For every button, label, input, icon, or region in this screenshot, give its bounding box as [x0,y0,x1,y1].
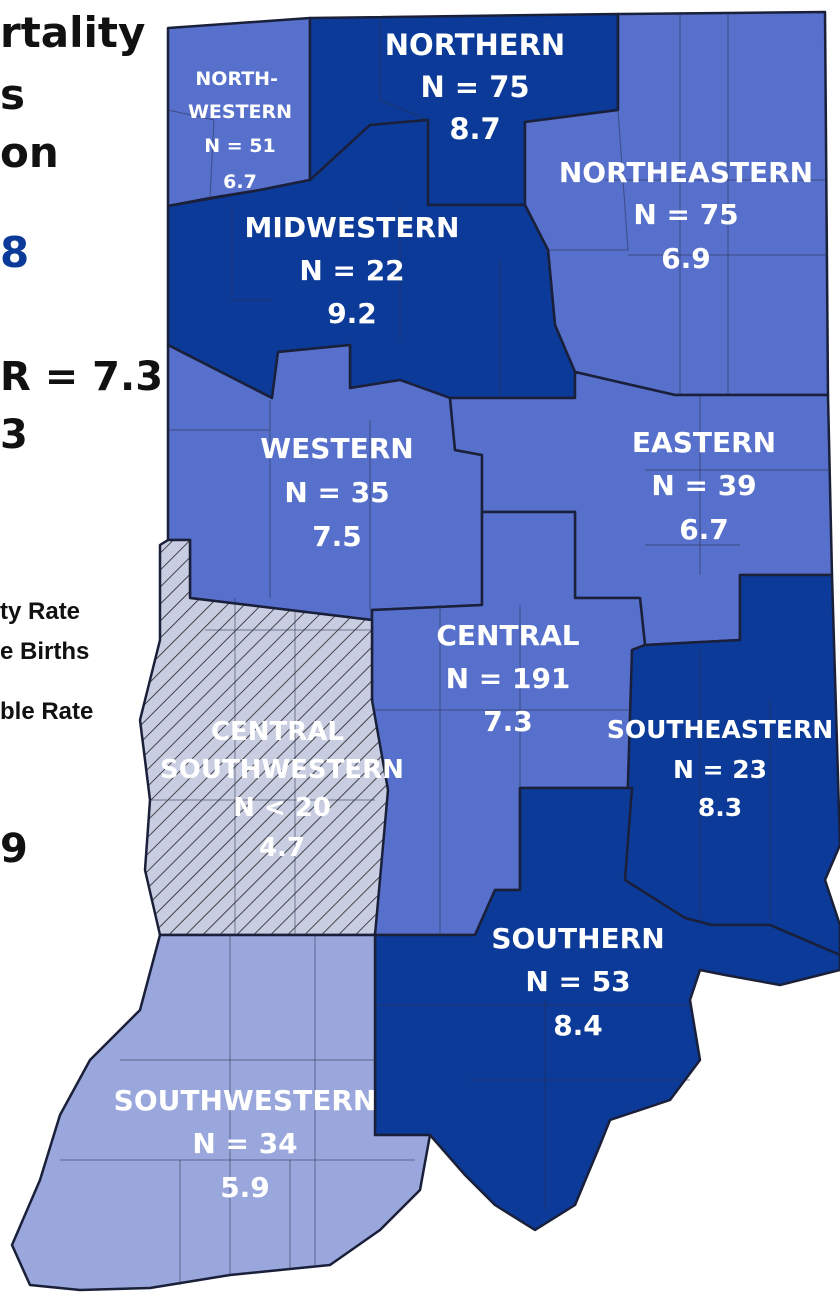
label-eastern-name: EASTERN [632,426,776,459]
label-midwestern-name: MIDWESTERN [245,211,460,244]
label-southwestern-n: N = 34 [192,1127,297,1160]
label-southwestern-rate: 5.9 [220,1171,270,1204]
county-lines [60,14,830,1285]
label-central-southwestern-rate: 4.7 [259,833,305,863]
legend-fragment-4: 9 [0,826,28,872]
label-southeastern-rate: 8.3 [698,793,742,822]
label-midwestern-n: N = 22 [299,254,404,287]
label-central-southwestern-name: CENTRAL SOUTHWESTERN [160,717,404,785]
label-southeastern-n: N = 23 [673,755,767,784]
label-northwestern-name-line2: WESTERN [188,101,292,123]
label-central-southwestern-name-line1: CENTRAL [211,717,344,747]
label-northeastern-rate: 6.9 [661,242,711,275]
label-southwestern-name: SOUTHWESTERN [114,1084,377,1117]
title-fragment-4: 8 [0,228,30,277]
label-southern-name: SOUTHERN [491,922,664,955]
label-northwestern-name: NORTH- WESTERN [188,68,292,123]
label-northeastern-n: N = 75 [633,198,738,231]
label-central-southwestern-n: N < 20 [233,793,331,823]
label-central-name: CENTRAL [436,619,579,652]
label-northern-n: N = 75 [420,70,529,104]
label-central-n: N = 191 [446,662,571,695]
legend-fragment-3: ble Rate [0,698,94,725]
region-southwestern[interactable] [10,933,432,1292]
label-central-southwestern-name-line2: SOUTHWESTERN [160,755,404,785]
side-legend-fragments: rtality s on 8 R = 7.3 3 ty Rate e Birth… [0,0,170,900]
state-rate-fragment-2: 3 [0,412,28,458]
label-western-n: N = 35 [284,476,389,509]
label-northwestern-name-line1: NORTH- [195,68,278,90]
label-southeastern-name: SOUTHEASTERN [607,715,833,744]
label-western-rate: 7.5 [312,520,362,553]
title-fragment-3: on [0,128,59,177]
label-western-name: WESTERN [260,432,413,465]
label-central-rate: 7.3 [483,705,533,738]
label-southern-rate: 8.4 [553,1009,603,1042]
label-northwestern-n: N = 51 [204,135,276,157]
label-eastern-rate: 6.7 [679,513,729,546]
label-northwestern-rate: 6.7 [223,171,257,193]
label-northern-rate: 8.7 [449,112,500,146]
legend-fragment-2: e Births [0,638,90,665]
label-northern-name: NORTHERN [385,28,565,62]
label-midwestern-rate: 9.2 [327,297,377,330]
label-northeastern-name: NORTHEASTERN [559,156,813,189]
label-eastern-n: N = 39 [651,469,756,502]
title-fragment-2: s [0,70,25,119]
state-rate-fragment: R = 7.3 [0,354,164,400]
title-fragment-1: rtality [0,8,146,57]
label-southern-n: N = 53 [525,965,630,998]
legend-fragment-1: ty Rate [0,598,81,625]
region-labels: NORTH- WESTERN N = 51 6.7 NORTHERN N = 7… [114,28,833,1204]
